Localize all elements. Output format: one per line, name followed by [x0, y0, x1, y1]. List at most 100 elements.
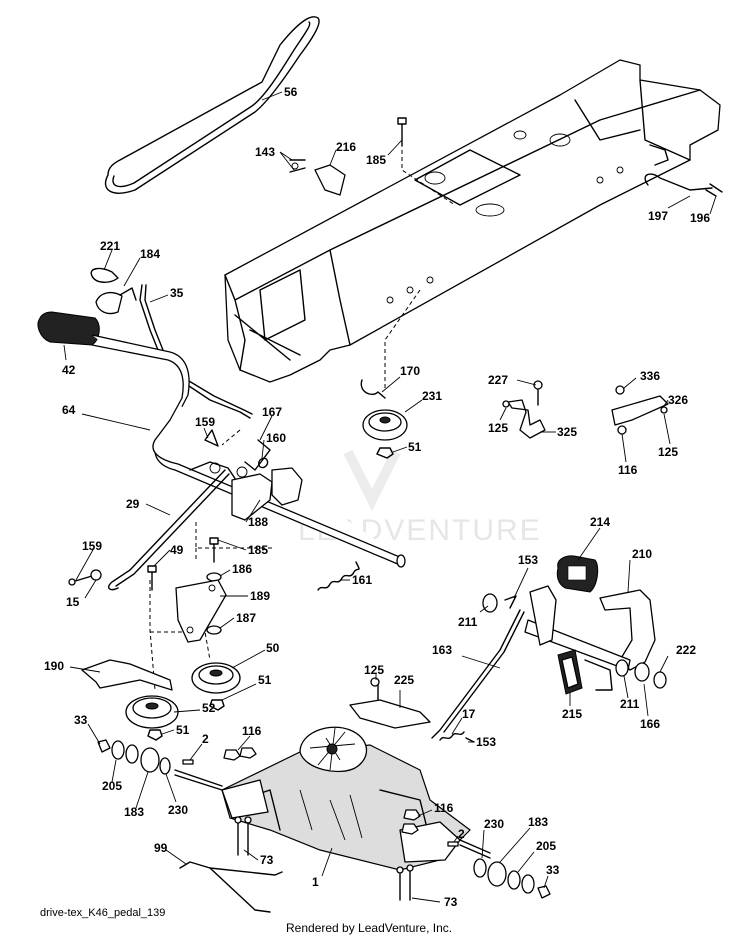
- callout-15: 15: [66, 595, 80, 609]
- callout-230-right: 230: [484, 817, 504, 831]
- callout-73-right: 73: [444, 895, 458, 909]
- callout-221: 221: [100, 239, 120, 253]
- callout-160: 160: [266, 431, 286, 445]
- bolts-185-49: [147, 537, 219, 591]
- callout-17: 17: [462, 707, 476, 721]
- callout-184: 184: [140, 247, 160, 261]
- callout-167: 167: [262, 405, 282, 419]
- rod-99: [179, 861, 283, 913]
- callout-64: 64: [62, 403, 76, 417]
- diagram-caption: drive-tex_K46_pedal_139: [40, 907, 165, 919]
- callout-49: 49: [170, 543, 184, 557]
- callout-227: 227: [488, 373, 508, 387]
- callout-166: 166: [640, 717, 660, 731]
- callout-1: 1: [312, 875, 319, 889]
- callout-2-right: 2: [458, 827, 465, 841]
- callout-153-bottom: 153: [476, 735, 496, 749]
- callout-185-center: 185: [248, 543, 268, 557]
- bracket-225: [349, 677, 431, 729]
- callout-231: 231: [422, 389, 442, 403]
- callout-188: 188: [248, 515, 268, 529]
- callout-125-mid: 125: [488, 421, 508, 435]
- clips-159-167-160: [189, 429, 271, 481]
- bracket-188: [231, 467, 303, 521]
- idler-bracket-189: [175, 572, 227, 643]
- callout-33-right: 33: [546, 863, 560, 877]
- callout-325: 325: [557, 425, 577, 439]
- callout-42: 42: [62, 363, 76, 377]
- callout-labels: 56 143 216 185 197 196 221 184 35 42 64 …: [44, 85, 710, 909]
- callout-116-right: 116: [618, 463, 638, 477]
- callout-51-bottom: 51: [176, 723, 190, 737]
- callout-190: 190: [44, 659, 64, 673]
- callout-185: 185: [366, 153, 386, 167]
- callout-222: 222: [676, 643, 696, 657]
- callout-189: 189: [250, 589, 270, 603]
- callout-161: 161: [352, 573, 372, 587]
- callout-73-left: 73: [260, 853, 274, 867]
- axle-washers-left: [97, 739, 171, 775]
- dashed-connectors: [149, 289, 421, 691]
- bolt-185-top: [397, 117, 456, 206]
- callout-99: 99: [154, 841, 168, 855]
- rod-163: [431, 609, 525, 743]
- rod-29: [108, 469, 230, 591]
- hardware-116-2: [182, 747, 459, 847]
- spring-161: [317, 561, 360, 591]
- callout-143: 143: [255, 145, 275, 159]
- callout-163: 163: [432, 643, 452, 657]
- callout-33-left: 33: [74, 713, 88, 727]
- callout-125-right: 125: [658, 445, 678, 459]
- axle-washers-right: [473, 858, 551, 899]
- pulley-231: [360, 379, 408, 459]
- callout-170: 170: [400, 364, 420, 378]
- callout-186: 186: [232, 562, 252, 576]
- callout-50: 50: [266, 641, 280, 655]
- pulley-52: [125, 695, 179, 741]
- callout-159: 159: [195, 415, 215, 429]
- callout-196: 196: [690, 211, 710, 225]
- callout-52: 52: [202, 701, 216, 715]
- callout-326: 326: [668, 393, 688, 407]
- bracket-326: [611, 385, 669, 435]
- callout-116-left: 116: [242, 724, 262, 738]
- callout-230-left: 230: [168, 803, 188, 817]
- callout-205-right: 205: [536, 839, 556, 853]
- callout-214: 214: [590, 515, 610, 529]
- callout-159-left: 159: [82, 539, 102, 553]
- callout-56: 56: [284, 85, 298, 99]
- callout-197: 197: [648, 209, 668, 223]
- leader-lines: [63, 91, 717, 903]
- pulley-50: [191, 662, 241, 711]
- callout-183-left: 183: [124, 805, 144, 819]
- callout-153-top: 153: [518, 553, 538, 567]
- callout-2-left: 2: [202, 732, 209, 746]
- transaxle-1: [174, 726, 491, 871]
- callout-216: 216: [336, 140, 356, 154]
- rod-197: [644, 173, 723, 197]
- callout-183-right: 183: [528, 815, 548, 829]
- callout-29: 29: [126, 497, 140, 511]
- callout-116-bottom: 116: [434, 801, 454, 815]
- callout-187: 187: [236, 611, 256, 625]
- callout-210: 210: [632, 547, 652, 561]
- bolts-73: [234, 816, 414, 901]
- callout-205-left: 205: [102, 779, 122, 793]
- callout-211-right: 211: [620, 697, 640, 711]
- callout-51-top: 51: [408, 440, 422, 454]
- belt-guard-190: [81, 659, 173, 691]
- callout-35: 35: [170, 286, 184, 300]
- drive-belt: [104, 16, 320, 194]
- callout-211-left: 211: [458, 615, 478, 629]
- pedal-pad-215: [557, 649, 583, 695]
- credit-line: Rendered by LeadVenture, Inc.: [286, 921, 452, 935]
- callout-51-center: 51: [258, 673, 272, 687]
- bracket-216: [289, 159, 346, 196]
- callout-225: 225: [394, 673, 414, 687]
- callout-215: 215: [562, 707, 582, 721]
- pedal-assembly-210: [482, 555, 667, 691]
- pedal-shaft-64: [37, 311, 406, 568]
- callout-336: 336: [640, 369, 660, 383]
- bracket-325: [502, 380, 546, 439]
